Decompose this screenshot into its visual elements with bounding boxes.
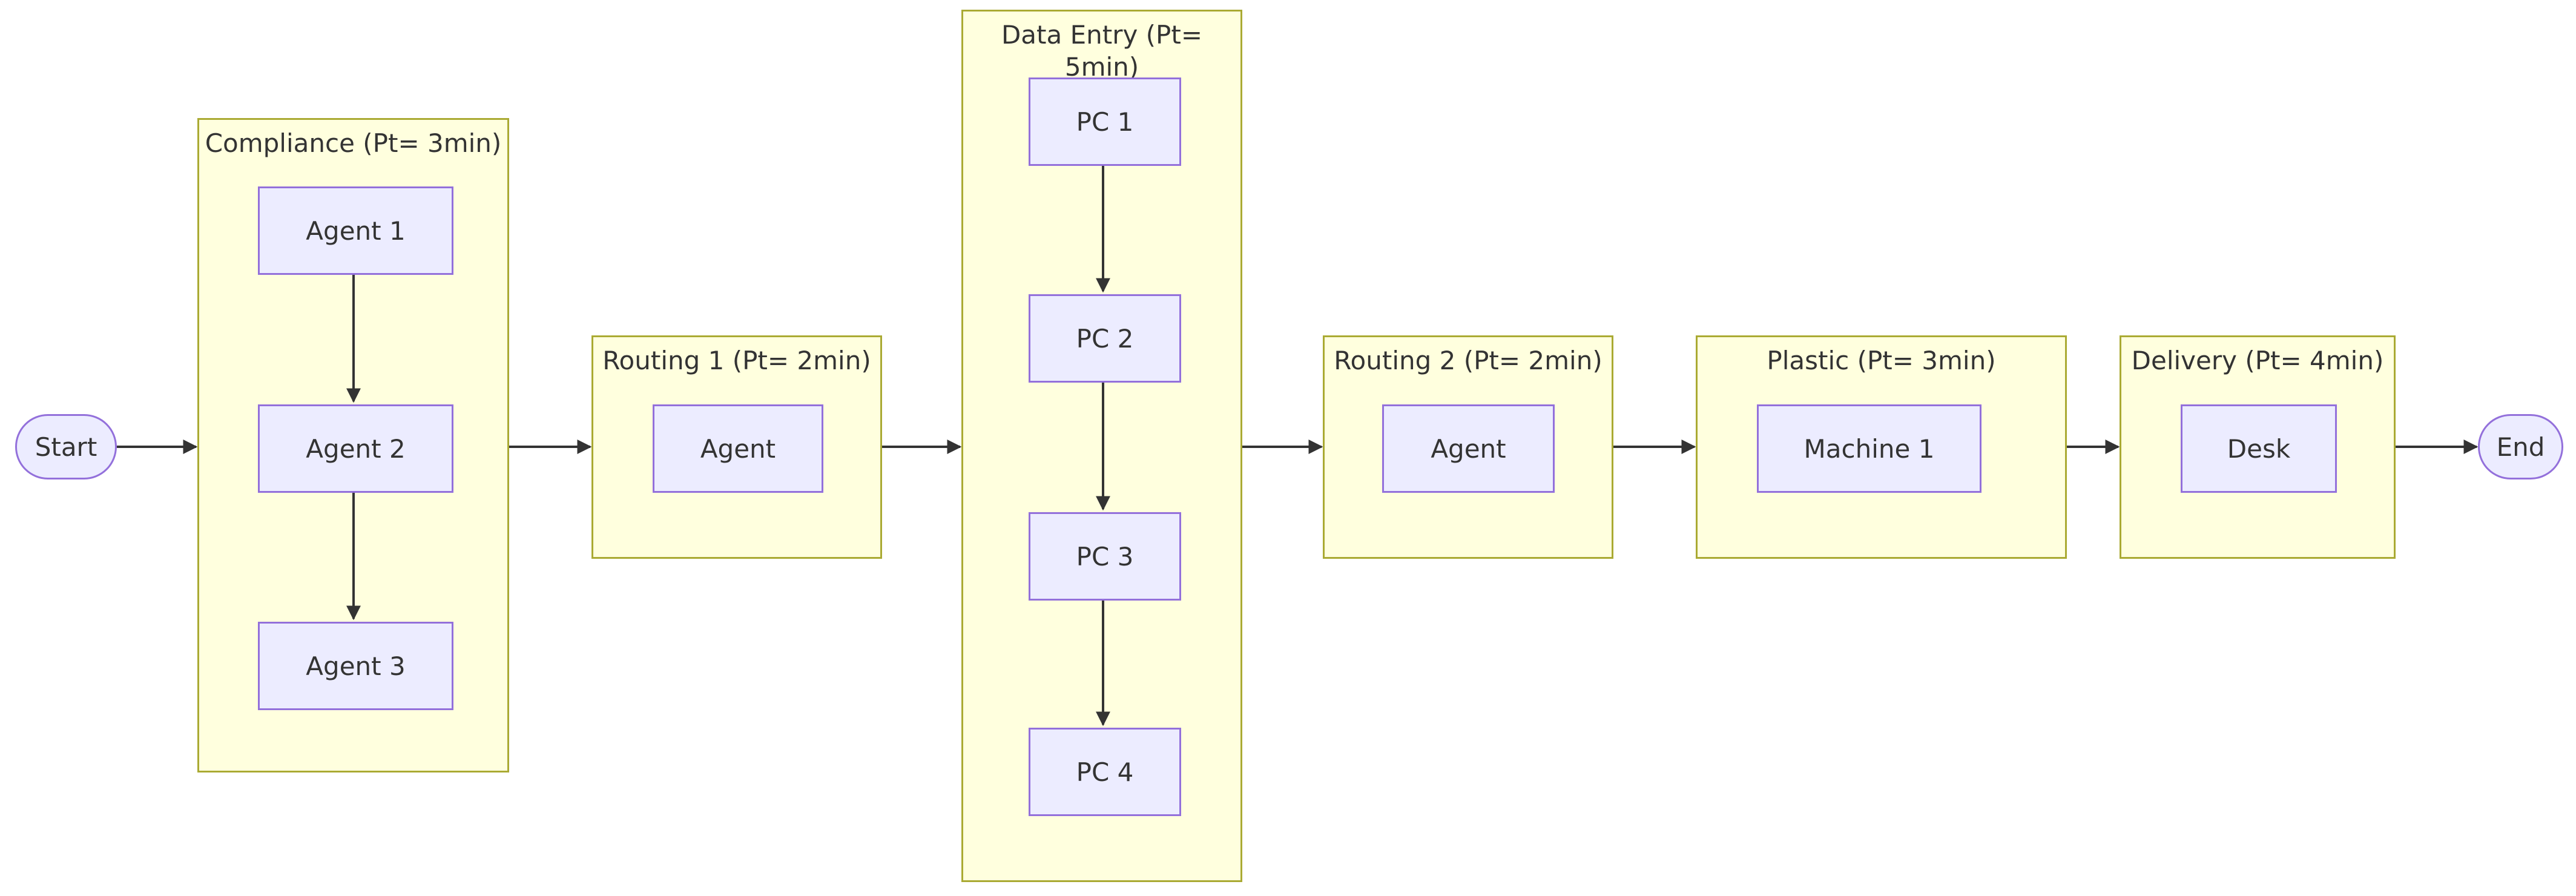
node-agent-3: Agent 3 [258, 622, 453, 710]
node-agent-2-label: Agent 2 [306, 433, 406, 464]
node-pc-3-label: PC 3 [1076, 541, 1134, 572]
subgraph-delivery-title: Delivery (Pt= 4min) [2131, 346, 2384, 375]
subgraph-routing-1: Routing 1 (Pt= 2min) Agent [591, 335, 882, 559]
node-agent-2: Agent 2 [258, 404, 453, 493]
node-agent-1-label: Agent 1 [306, 216, 406, 246]
node-start: Start [15, 414, 117, 479]
node-pc-3: PC 3 [1029, 512, 1181, 601]
node-pc-1: PC 1 [1029, 77, 1181, 166]
subgraph-plastic-title: Plastic (Pt= 3min) [1767, 346, 1996, 375]
node-end: End [2478, 414, 2563, 479]
subgraph-delivery: Delivery (Pt= 4min) Desk [2120, 335, 2396, 559]
subgraph-compliance: Compliance (Pt= 3min) Agent 1 Agent 2 Ag… [197, 118, 509, 772]
subgraph-routing-1-title: Routing 1 (Pt= 2min) [602, 346, 871, 375]
subgraph-routing-2: Routing 2 (Pt= 2min) Agent [1323, 335, 1613, 559]
node-routing2-agent: Agent [1382, 404, 1555, 493]
node-pc-2-label: PC 2 [1076, 323, 1134, 354]
node-routing1-agent-label: Agent [700, 433, 776, 464]
node-pc-4-label: PC 4 [1076, 757, 1134, 787]
node-end-label: End [2496, 432, 2545, 462]
node-agent-1: Agent 1 [258, 186, 453, 275]
node-pc-1-label: PC 1 [1076, 107, 1134, 137]
node-routing2-agent-label: Agent [1431, 433, 1506, 464]
node-machine-1: Machine 1 [1757, 404, 1981, 493]
node-pc-2: PC 2 [1029, 294, 1181, 383]
node-pc-4: PC 4 [1029, 728, 1181, 816]
node-routing1-agent: Agent [653, 404, 823, 493]
node-desk-label: Desk [2227, 433, 2291, 464]
node-machine-1-label: Machine 1 [1804, 433, 1935, 464]
node-desk: Desk [2181, 404, 2337, 493]
subgraph-data-entry-title: Data Entry (Pt= 5min) [1001, 20, 1203, 82]
subgraph-compliance-title: Compliance (Pt= 3min) [205, 128, 502, 158]
node-agent-3-label: Agent 3 [306, 651, 406, 681]
subgraph-routing-2-title: Routing 2 (Pt= 2min) [1334, 346, 1603, 375]
subgraph-plastic: Plastic (Pt= 3min) Machine 1 [1696, 335, 2067, 559]
node-start-label: Start [35, 432, 97, 462]
